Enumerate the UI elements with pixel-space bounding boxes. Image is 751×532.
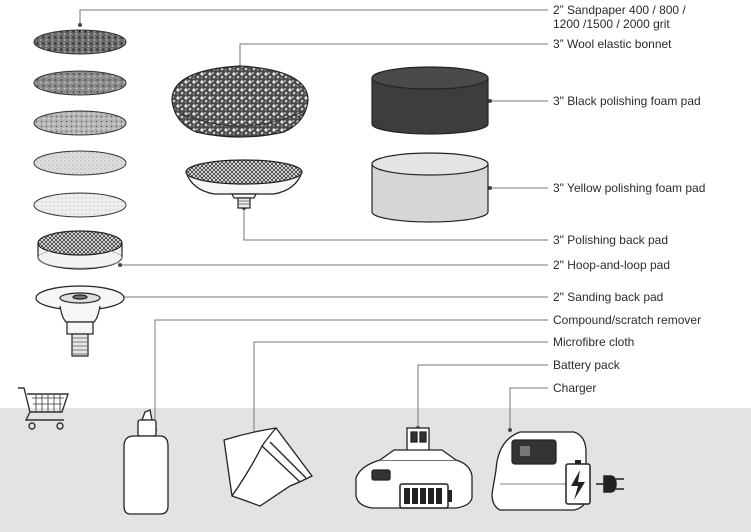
sandpaper-disc-medium xyxy=(33,70,127,96)
label-black-foam-pad: 3" Black polishing foam pad xyxy=(553,94,701,108)
leader-polishing-back-pad xyxy=(243,208,548,241)
charging-battery-icon xyxy=(565,460,591,505)
label-charger: Charger xyxy=(553,381,597,395)
leader-charger xyxy=(509,387,548,430)
leader-sandpaper xyxy=(79,9,548,25)
label-microfibre: Microfibre cloth xyxy=(553,335,635,349)
compound-bottle xyxy=(123,409,169,515)
sanding-back-pad xyxy=(35,285,125,357)
label-hoop-loop-pad: 2" Hoop-and-loop pad xyxy=(553,258,671,272)
polishing-back-pad xyxy=(185,159,303,209)
sandpaper-disc-xxfine xyxy=(33,192,127,218)
label-battery: Battery pack xyxy=(553,358,620,372)
sandpaper-disc-fine xyxy=(33,110,127,136)
label-sandpaper: 2” Sandpaper 400 / 800 / 1200 /1500 / 20… xyxy=(553,3,686,31)
leader-battery xyxy=(417,364,548,428)
label-sanding-back-pad: 2" Sanding back pad xyxy=(553,290,664,304)
label-compound: Compound/scratch remover xyxy=(553,313,702,327)
plug-icon xyxy=(596,475,624,493)
black-foam-pad xyxy=(371,66,489,135)
leader-wool xyxy=(239,43,548,68)
sandpaper-disc-xfine xyxy=(33,150,127,176)
wool-bonnet xyxy=(171,65,309,138)
hoop-loop-pad xyxy=(37,230,123,270)
cart-icon xyxy=(18,387,69,430)
label-yellow-foam-pad: 3" Yellow polishing foam pad xyxy=(553,181,706,195)
sandpaper-disc-coarse xyxy=(33,29,127,55)
leader-microfibre xyxy=(253,341,548,440)
label-polishing-back-pad: 3" Polishing back pad xyxy=(553,233,669,247)
label-wool-bonnet: 3” Wool elastic bonnet xyxy=(553,37,672,51)
leader-compound xyxy=(154,319,548,430)
microfibre-cloth xyxy=(223,427,313,507)
yellow-foam-pad xyxy=(371,152,489,223)
sandpaper-discs xyxy=(33,29,127,218)
battery-level-icon xyxy=(399,483,452,509)
